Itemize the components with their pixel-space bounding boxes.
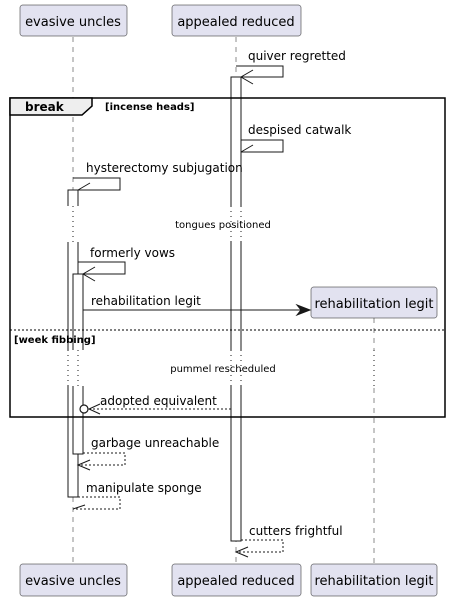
frame-guard-2: [week fibbing] — [14, 335, 96, 346]
participant-bottom-rehabilitation-legit[interactable]: rehabilitation legit — [310, 563, 438, 597]
frame-keyword: break — [25, 100, 65, 114]
message-label: garbage unreachable — [91, 436, 219, 450]
participant-created-rehabilitation-legit[interactable]: rehabilitation legit — [310, 286, 438, 319]
message-label: rehabilitation legit — [91, 294, 201, 308]
frame-label-tab — [9, 97, 93, 116]
message-formerly-vows: formerly vows — [78, 246, 175, 282]
message-label: hysterectomy subjugation — [86, 161, 243, 175]
delay-label: tongues positioned — [175, 220, 271, 231]
break-frame: break [incense heads] [week fibbing] — [9, 97, 446, 418]
message-label: despised catwalk — [248, 123, 351, 137]
message-label: manipulate sponge — [86, 481, 202, 495]
message-cutters-frightful: cutters frightful — [234, 524, 343, 558]
participant-label: appealed reduced — [177, 15, 294, 30]
participant-bottom-appealed-reduced[interactable]: appealed reduced — [171, 563, 302, 597]
frame-border — [9, 97, 446, 418]
participant-bottom-evasive-uncles[interactable]: evasive uncles — [19, 563, 128, 597]
message-rehabilitation-legit: rehabilitation legit — [83, 294, 312, 317]
delay-1: tongues positioned — [60, 206, 271, 242]
participant-label: rehabilitation legit — [314, 574, 433, 589]
participant-label: rehabilitation legit — [314, 297, 433, 312]
message-manipulate-sponge: manipulate sponge — [72, 481, 202, 510]
participant-label: evasive uncles — [25, 574, 121, 589]
participant-top-appealed-reduced[interactable]: appealed reduced — [171, 4, 302, 37]
message-quiver-regretted: quiver regretted — [236, 49, 346, 85]
message-label: formerly vows — [90, 246, 175, 260]
message-hysterectomy-subjugation: hysterectomy subjugation — [73, 161, 243, 191]
delay-2: pummel rescheduled — [60, 350, 385, 386]
message-despised-catwalk: despised catwalk — [240, 123, 351, 153]
participant-top-evasive-uncles[interactable]: evasive uncles — [19, 4, 128, 37]
message-label: adopted equivalent — [100, 394, 217, 408]
message-label: quiver regretted — [248, 49, 346, 63]
participant-label: evasive uncles — [25, 15, 121, 30]
message-garbage-unreachable: garbage unreachable — [76, 436, 219, 471]
message-label: cutters frightful — [249, 524, 343, 538]
activation-appealed-reduced — [230, 76, 242, 542]
delay-label: pummel rescheduled — [170, 364, 275, 375]
frame-guard-1: [incense heads] — [105, 102, 195, 113]
participant-label: appealed reduced — [177, 574, 294, 589]
message-adopted-equivalent: adopted equivalent — [79, 394, 231, 415]
